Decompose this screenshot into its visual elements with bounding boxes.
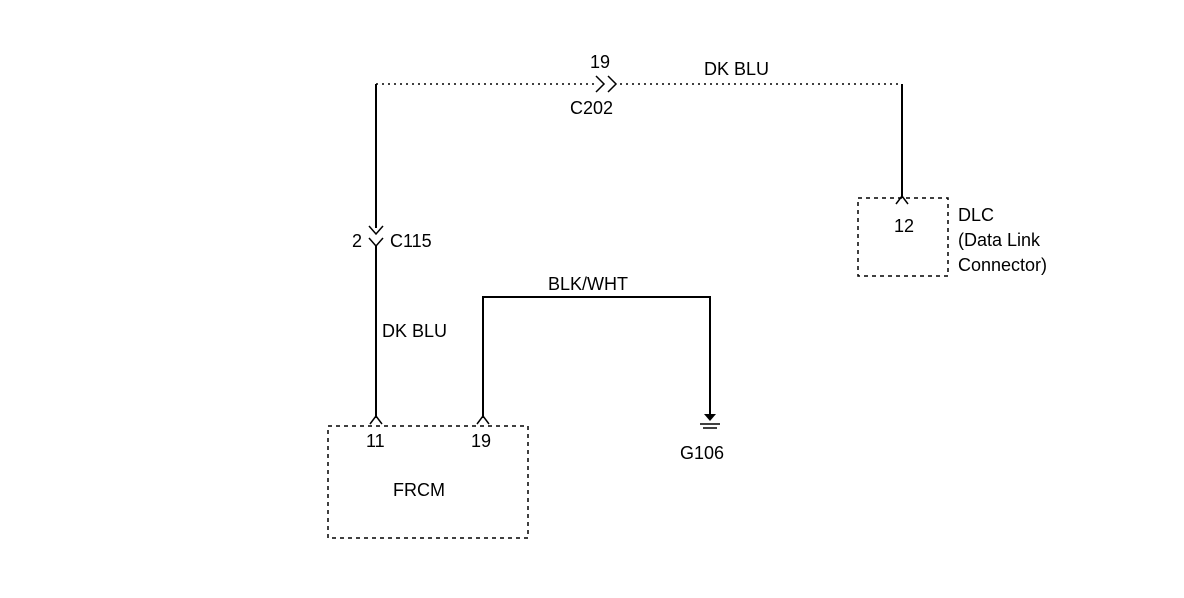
frcm-pin-11-terminal bbox=[369, 414, 383, 425]
connector-c115-label: C115 bbox=[390, 231, 432, 251]
frcm-pin-19-terminal bbox=[476, 414, 490, 425]
connector-c202-label: C202 bbox=[570, 98, 613, 118]
frcm-module-label: FRCM bbox=[393, 480, 445, 500]
ground-label: G106 bbox=[680, 443, 724, 463]
frcm-pin-11-label: 11 bbox=[366, 431, 385, 451]
wire-top-color-label: DK BLU bbox=[704, 59, 769, 79]
dlc-description-line1: (Data Link bbox=[958, 230, 1041, 250]
connector-c202-symbol bbox=[595, 75, 618, 93]
frcm-pin-19-label: 19 bbox=[471, 431, 491, 451]
ground-symbol bbox=[700, 414, 720, 429]
dlc-label: DLC bbox=[958, 205, 994, 225]
dlc-pin-terminal bbox=[895, 194, 909, 205]
wire-ground bbox=[482, 296, 711, 418]
connector-c115-pin: 2 bbox=[352, 231, 362, 251]
dlc-description-line2: Connector) bbox=[958, 255, 1047, 275]
connector-c115-symbol bbox=[368, 225, 384, 248]
dlc-box bbox=[857, 197, 949, 277]
wire-ground-color-label: BLK/WHT bbox=[548, 274, 628, 294]
connector-c202-pin: 19 bbox=[590, 52, 610, 72]
dlc-pin-label: 12 bbox=[894, 216, 914, 236]
frcm-module-box bbox=[327, 425, 529, 539]
wire-left-color-label: DK BLU bbox=[382, 321, 447, 341]
